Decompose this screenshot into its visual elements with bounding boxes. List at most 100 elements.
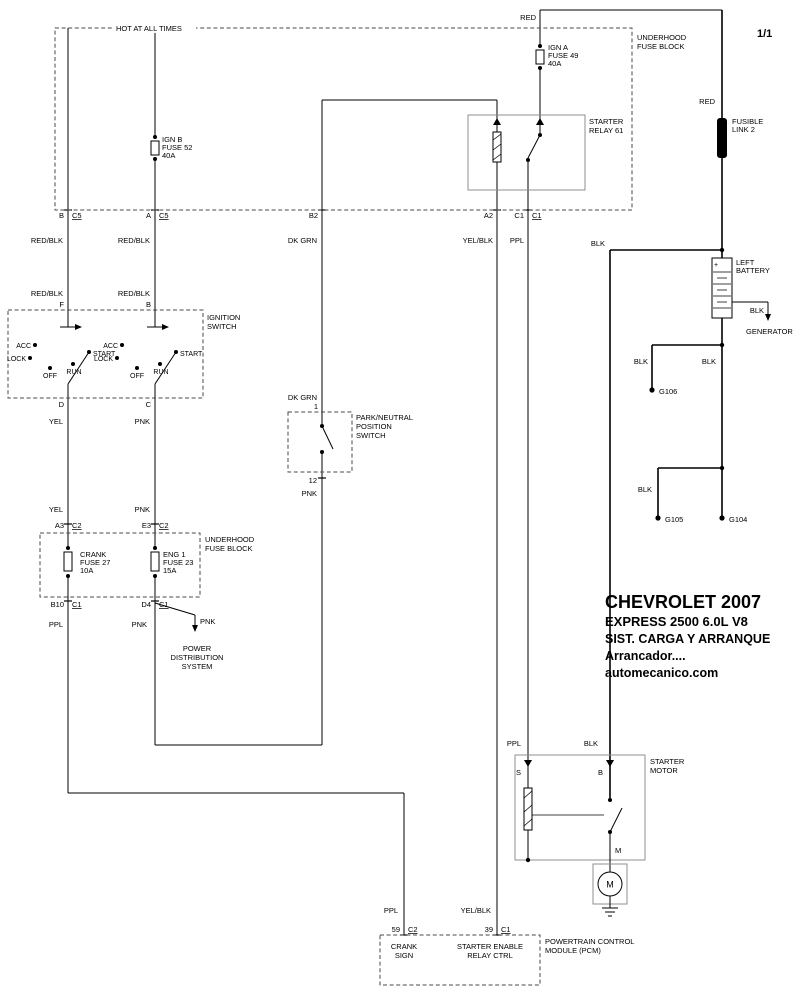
ignition-switch-section-1: ACC LOCK OFF RUN START bbox=[7, 310, 116, 385]
fuse-label: CRANK bbox=[80, 550, 106, 559]
starter-relay: STARTER RELAY 61 bbox=[467, 114, 624, 191]
fuse-label: IGN B bbox=[162, 135, 182, 144]
wire-label: YEL bbox=[49, 505, 63, 514]
relay-pin-arrow-icon bbox=[536, 118, 544, 125]
starter-motor-name: MOTOR bbox=[650, 766, 678, 775]
park-neutral-name: PARK/NEUTRAL bbox=[356, 413, 413, 422]
starter-motor-name: STARTER bbox=[650, 757, 685, 766]
sheet-number: 1/1 bbox=[757, 28, 772, 40]
switch-position-label: LOCK bbox=[7, 356, 26, 363]
switch-position-label: OFF bbox=[43, 373, 57, 380]
motor-symbol: M bbox=[606, 880, 614, 890]
underhood-fuse-block-top: HOT AT ALL TIMES UNDERHOOD FUSE BLOCK RE… bbox=[54, 13, 687, 220]
ground-label: G105 bbox=[665, 515, 683, 524]
pcm-function-label: CRANK bbox=[391, 942, 417, 951]
terminal-arrow-icon bbox=[606, 760, 614, 767]
ground-icon bbox=[602, 896, 618, 917]
blk-wire-label: BLK bbox=[750, 306, 764, 315]
pin-label: S bbox=[516, 768, 521, 777]
fuse-label: FUSE 52 bbox=[162, 143, 192, 152]
connector-label: C5 bbox=[72, 211, 82, 220]
battery-circuit: RED FUSIBLE LINK 2 + LEFT BATTERY BLK GE… bbox=[584, 97, 794, 748]
starter-relay-outline bbox=[467, 114, 586, 191]
relay-contact bbox=[526, 133, 542, 162]
fuse-label: FUSE 49 bbox=[548, 51, 578, 60]
relay-pin-arrow-icon bbox=[493, 118, 501, 125]
wire-label: DK GRN bbox=[288, 393, 317, 402]
battery-name: LEFT bbox=[736, 258, 755, 267]
wire-label: PPL bbox=[510, 236, 524, 245]
wire-label: PPL bbox=[49, 620, 63, 629]
fuse-ign-a-49: IGN A FUSE 49 40A bbox=[535, 43, 578, 70]
power-distribution-system: POWER DISTRIBUTION SYSTEM bbox=[171, 644, 224, 671]
solenoid-coil bbox=[523, 787, 533, 863]
power-distribution-label: SYSTEM bbox=[182, 662, 213, 671]
starter-relay-name: STARTER bbox=[589, 117, 624, 126]
connector-label: C1 bbox=[72, 600, 82, 609]
title-model: EXPRESS 2500 6.0L V8 bbox=[605, 614, 748, 629]
title-vehicle: CHEVROLET 2007 bbox=[605, 592, 761, 612]
wire-label: PNK bbox=[302, 489, 317, 498]
battery: + LEFT BATTERY bbox=[711, 257, 770, 319]
fuse-label: 10A bbox=[80, 566, 93, 575]
wire-label: YEL/BLK bbox=[463, 236, 493, 245]
grounds: BLK BLK G106 BLK G105 G104 bbox=[634, 357, 748, 524]
fuse-label: 40A bbox=[162, 151, 175, 160]
switch-position-label: START bbox=[180, 351, 203, 358]
pin-label: 59 bbox=[392, 925, 400, 934]
fuse-crank-27: CRANK FUSE 27 10A bbox=[63, 546, 110, 578]
fuse-block-name: FUSE BLOCK bbox=[205, 544, 253, 553]
fuse-block-name: UNDERHOOD bbox=[637, 33, 687, 42]
starter-relay-name: RELAY 61 bbox=[589, 126, 623, 135]
title-system: SIST. CARGA Y ARRANQUE bbox=[605, 632, 770, 646]
fusible-link-label: FUSIBLE bbox=[732, 117, 763, 126]
ground-label: G104 bbox=[729, 515, 747, 524]
switch-position-label: ACC bbox=[103, 343, 118, 350]
pin-label: B2 bbox=[309, 211, 318, 220]
wire-label: RED/BLK bbox=[118, 289, 150, 298]
fusible-link-label: LINK 2 bbox=[732, 125, 755, 134]
pin-label: B10 bbox=[51, 600, 64, 609]
wire-label: YEL bbox=[49, 417, 63, 426]
ground-g104 bbox=[719, 515, 725, 521]
wire-label: DK GRN bbox=[288, 236, 317, 245]
blk-wire-label: BLK bbox=[638, 485, 652, 494]
switch-position-label: ACC bbox=[16, 343, 31, 350]
connector-label: C2 bbox=[72, 521, 82, 530]
connector-label: C2 bbox=[159, 521, 169, 530]
switch-position-label: LOCK bbox=[94, 356, 113, 363]
wire-label: PNK bbox=[132, 620, 147, 629]
ground-g105 bbox=[655, 515, 661, 521]
fuse-label: ENG 1 bbox=[163, 550, 186, 559]
ignition-switch-name: IGNITION bbox=[207, 313, 240, 322]
pcm-name: POWERTRAIN CONTROL bbox=[545, 937, 634, 946]
ignition-switch: IGNITION SWITCH F B ACC LOCK OFF RUN STA… bbox=[7, 300, 240, 409]
wire-label: RED/BLK bbox=[31, 236, 63, 245]
power-distribution-label: POWER bbox=[183, 644, 212, 653]
blk-wire-label: BLK bbox=[634, 357, 648, 366]
switch-position-label: START bbox=[93, 351, 116, 358]
switch-position-label: RUN bbox=[66, 369, 81, 376]
wiring-runs bbox=[67, 9, 771, 935]
starter-motor-outline bbox=[514, 754, 646, 861]
battery-plus-sign: + bbox=[714, 262, 718, 269]
fuse-ign-b-52: IGN B FUSE 52 40A bbox=[150, 135, 192, 161]
title-block: CHEVROLET 2007 EXPRESS 2500 6.0L V8 SIST… bbox=[605, 592, 770, 680]
pin-label: 12 bbox=[309, 476, 317, 485]
pin-label: E3 bbox=[142, 521, 151, 530]
fuse-label: FUSE 27 bbox=[80, 558, 110, 567]
fuse-eng1-23: ENG 1 FUSE 23 15A bbox=[150, 546, 193, 578]
park-neutral-position-switch: PARK/NEUTRAL POSITION SWITCH 1 12 bbox=[287, 402, 413, 485]
wire-label: PNK bbox=[135, 417, 150, 426]
wire-labels: RED/BLK RED/BLK DK GRN YEL/BLK PPL RED/B… bbox=[31, 236, 524, 915]
pcm-function-label: RELAY CTRL bbox=[467, 951, 513, 960]
connector-label: C2 bbox=[408, 925, 418, 934]
pin-label: D bbox=[59, 400, 65, 409]
pin-label: B bbox=[59, 211, 64, 220]
red-wire-label: RED bbox=[699, 97, 715, 106]
wire-label: PPL bbox=[507, 739, 521, 748]
connector-label: C1 bbox=[159, 600, 169, 609]
connector-ticks bbox=[64, 209, 532, 936]
blk-wire-label: BLK bbox=[591, 239, 605, 248]
pin-label: M bbox=[615, 846, 621, 855]
